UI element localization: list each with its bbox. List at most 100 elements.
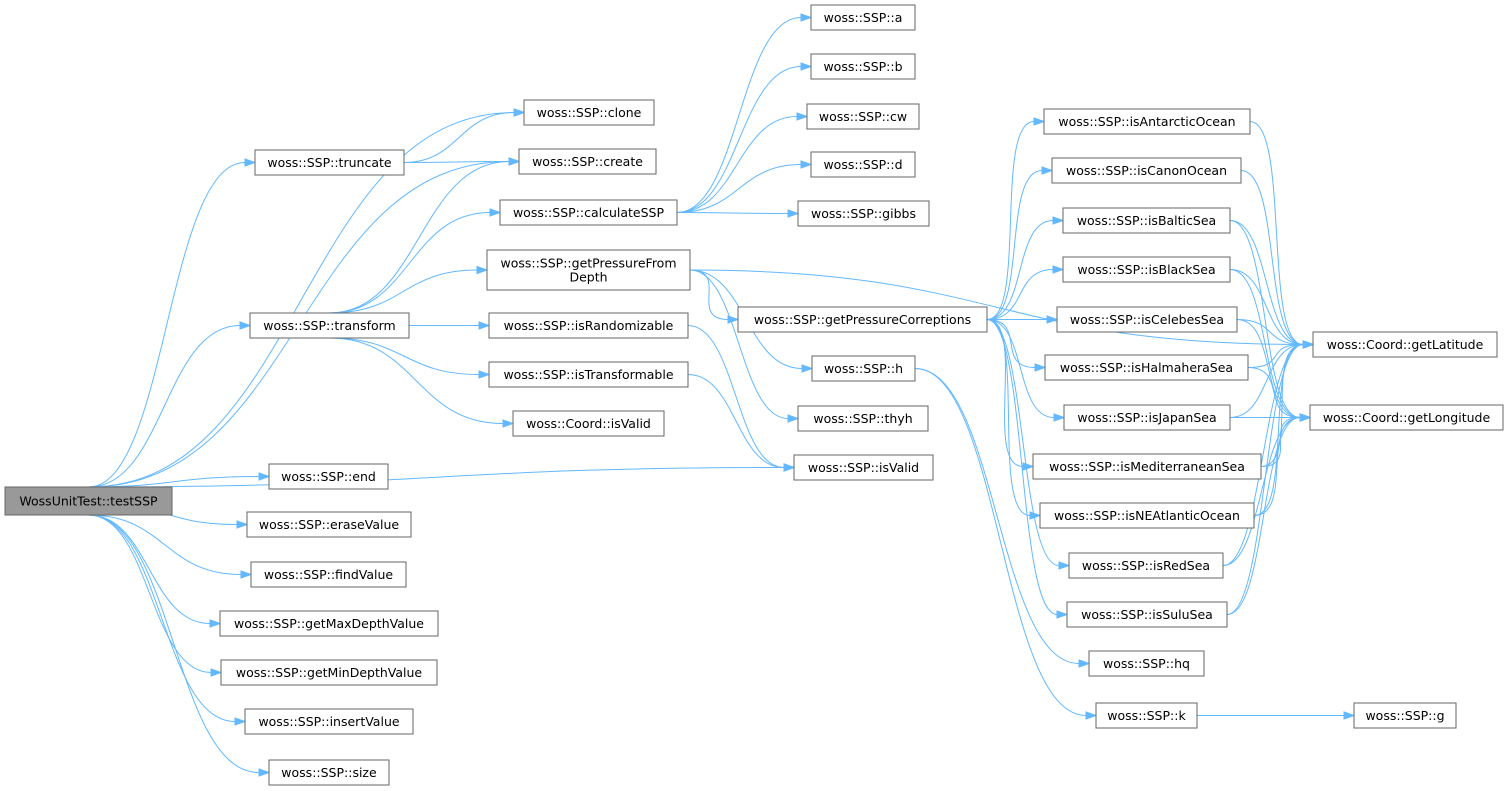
node-label: woss::SSP::isSuluSea	[1081, 607, 1213, 622]
edge-isSuluSea-to-getLongitude	[1226, 413, 1312, 615]
node-label: woss::SSP::end	[281, 469, 376, 484]
node-label: woss::SSP::isNEAtlanticOcean	[1054, 508, 1240, 523]
node-isRandomizable[interactable]: woss::SSP::isRandomizable	[488, 312, 689, 339]
edge-getPressureCorreptions-to-isBalticSea	[986, 216, 1065, 320]
edge-transform-to-getPressureFromDepth	[329, 265, 489, 314]
edge-getPressureFromDepth-to-thyh	[689, 269, 800, 423]
node-getMinDepthValue[interactable]: woss::SSP::getMinDepthValue	[220, 659, 438, 686]
node-isCanonOcean[interactable]: woss::SSP::isCanonOcean	[1051, 157, 1242, 184]
node-truncate[interactable]: woss::SSP::truncate	[254, 149, 405, 176]
node-label: woss::Coord::getLongitude	[1323, 410, 1491, 425]
node-insertValue[interactable]: woss::SSP::insertValue	[244, 708, 414, 735]
edge-root-to-isValid	[88, 463, 796, 488]
edge-getPressureCorreptions-to-isBlackSea	[986, 265, 1065, 320]
edge-isRandomizable-to-isValid	[687, 325, 796, 472]
node-getMaxDepthValue[interactable]: woss::SSP::getMaxDepthValue	[219, 610, 439, 637]
node-isNEAtlanticOcean[interactable]: woss::SSP::isNEAtlanticOcean	[1039, 502, 1255, 529]
node-eraseValue[interactable]: woss::SSP::eraseValue	[246, 511, 412, 538]
edge-root-to-findValue	[88, 514, 253, 579]
edge-getPressureCorreptions-to-isCanonOcean	[986, 166, 1054, 320]
call-graph-nodes: WossUnitTest::testSSP woss::SSP::truncate…	[4, 4, 1504, 786]
edge-transform-to-coordIsValid	[329, 337, 515, 428]
node-coordIsValid[interactable]: woss::Coord::isValid	[512, 410, 665, 437]
node-label: woss::SSP::isAntarcticOcean	[1058, 114, 1235, 129]
node-label: woss::SSP::d	[823, 157, 902, 172]
node-label: woss::SSP::insertValue	[258, 714, 399, 729]
edge-getPressureCorreptions-to-isCelebesSea	[986, 315, 1059, 324]
node-transform[interactable]: woss::SSP::transform	[249, 312, 410, 339]
node-isCelebesSea[interactable]: woss::SSP::isCelebesSea	[1056, 306, 1238, 333]
node-label: woss::SSP::isRandomizable	[504, 318, 674, 333]
node-getPressureCorreptions[interactable]: woss::SSP::getPressureCorreptions	[737, 306, 988, 333]
node-isHalmaheraSea[interactable]: woss::SSP::isHalmaheraSea	[1044, 354, 1249, 381]
edge-truncate-to-clone	[403, 108, 526, 163]
node-isRedSea[interactable]: woss::SSP::isRedSea	[1068, 552, 1224, 579]
edge-calculateSSP-to-gibbs	[676, 209, 800, 218]
edge-calculateSSP-to-b	[676, 62, 813, 213]
node-k[interactable]: woss::SSP::k	[1095, 702, 1198, 729]
node-isMediterraneanSea[interactable]: woss::SSP::isMediterraneanSea	[1032, 453, 1262, 480]
node-isBlackSea[interactable]: woss::SSP::isBlackSea	[1062, 256, 1231, 283]
edge-getPressureCorreptions-to-isAntarcticOcean	[986, 117, 1046, 320]
node-label: woss::SSP::eraseValue	[259, 517, 399, 532]
node-create[interactable]: woss::SSP::create	[518, 148, 657, 175]
node-label: Depth	[569, 270, 607, 285]
node-label: woss::SSP::isJapanSea	[1077, 410, 1216, 425]
node-isValid[interactable]: woss::SSP::isValid	[793, 454, 934, 481]
node-label: woss::SSP::getPressureCorreptions	[754, 312, 971, 327]
edge-getPressureCorreptions-to-isRedSea	[986, 319, 1071, 570]
node-label: woss::SSP::findValue	[264, 567, 394, 582]
edge-getPressureCorreptions-to-isSuluSea	[986, 319, 1069, 619]
node-root[interactable]: WossUnitTest::testSSP	[4, 486, 173, 516]
node-label: woss::SSP::cw	[819, 109, 907, 124]
node-label: woss::SSP::a	[824, 10, 903, 25]
node-size[interactable]: woss::SSP::size	[268, 759, 390, 786]
node-label: woss::SSP::isBlackSea	[1077, 262, 1215, 277]
node-label: woss::SSP::size	[281, 765, 377, 780]
edge-getPressureFromDepth-to-getPressureCorreptions	[689, 269, 740, 324]
node-isJapanSea[interactable]: woss::SSP::isJapanSea	[1063, 404, 1231, 431]
node-getLatitude[interactable]: woss::Coord::getLatitude	[1312, 331, 1498, 358]
node-label: woss::SSP::isCelebesSea	[1070, 312, 1224, 327]
node-calculateSSP[interactable]: woss::SSP::calculateSSP	[499, 199, 678, 226]
node-hq[interactable]: woss::SSP::hq	[1088, 650, 1205, 677]
node-gibbs[interactable]: woss::SSP::gibbs	[797, 200, 930, 227]
node-label: woss::SSP::gibbs	[811, 206, 916, 221]
node-label: woss::Coord::getLatitude	[1327, 337, 1484, 352]
node-h[interactable]: woss::SSP::h	[811, 355, 916, 382]
node-thyh[interactable]: woss::SSP::thyh	[797, 405, 929, 432]
node-isSuluSea[interactable]: woss::SSP::isSuluSea	[1066, 601, 1228, 628]
node-end[interactable]: woss::SSP::end	[268, 463, 389, 490]
node-getLongitude[interactable]: woss::Coord::getLongitude	[1309, 404, 1504, 431]
node-cw[interactable]: woss::SSP::cw	[806, 103, 920, 130]
node-label: woss::SSP::isTransformable	[503, 367, 673, 382]
node-label: woss::SSP::g	[1365, 708, 1444, 723]
node-isBalticSea[interactable]: woss::SSP::isBalticSea	[1062, 207, 1231, 234]
node-b[interactable]: woss::SSP::b	[810, 53, 916, 80]
edge-transform-to-create	[329, 157, 521, 314]
node-findValue[interactable]: woss::SSP::findValue	[250, 561, 407, 588]
node-d[interactable]: woss::SSP::d	[810, 151, 916, 178]
edge-getPressureCorreptions-to-isJapanSea	[986, 319, 1066, 422]
edge-calculateSSP-to-a	[676, 13, 813, 213]
edge-calculateSSP-to-d	[676, 160, 813, 213]
edge-h-to-hq	[914, 368, 1091, 668]
node-label: woss::SSP::isCanonOcean	[1066, 163, 1227, 178]
node-isTransformable[interactable]: woss::SSP::isTransformable	[488, 361, 689, 388]
node-g[interactable]: woss::SSP::g	[1353, 702, 1457, 729]
node-label: woss::SSP::isValid	[808, 460, 919, 475]
node-label: woss::SSP::transform	[263, 318, 395, 333]
edge-transform-to-calculateSSP	[329, 208, 502, 314]
node-a[interactable]: woss::SSP::a	[810, 4, 916, 31]
edge-k-to-g	[1197, 711, 1356, 720]
node-clone[interactable]: woss::SSP::clone	[523, 99, 655, 126]
edge-calculateSSP-to-cw	[676, 112, 809, 213]
edge-root-to-size	[88, 514, 271, 777]
node-label: woss::SSP::getMaxDepthValue	[234, 616, 424, 631]
edge-root-to-truncate	[88, 158, 257, 488]
node-label: woss::SSP::getMinDepthValue	[236, 665, 423, 680]
edge-root-to-getMinDepthValue	[88, 514, 223, 677]
node-isAntarcticOcean[interactable]: woss::SSP::isAntarcticOcean	[1043, 108, 1251, 135]
edge-isTransformable-to-isValid	[687, 374, 796, 472]
